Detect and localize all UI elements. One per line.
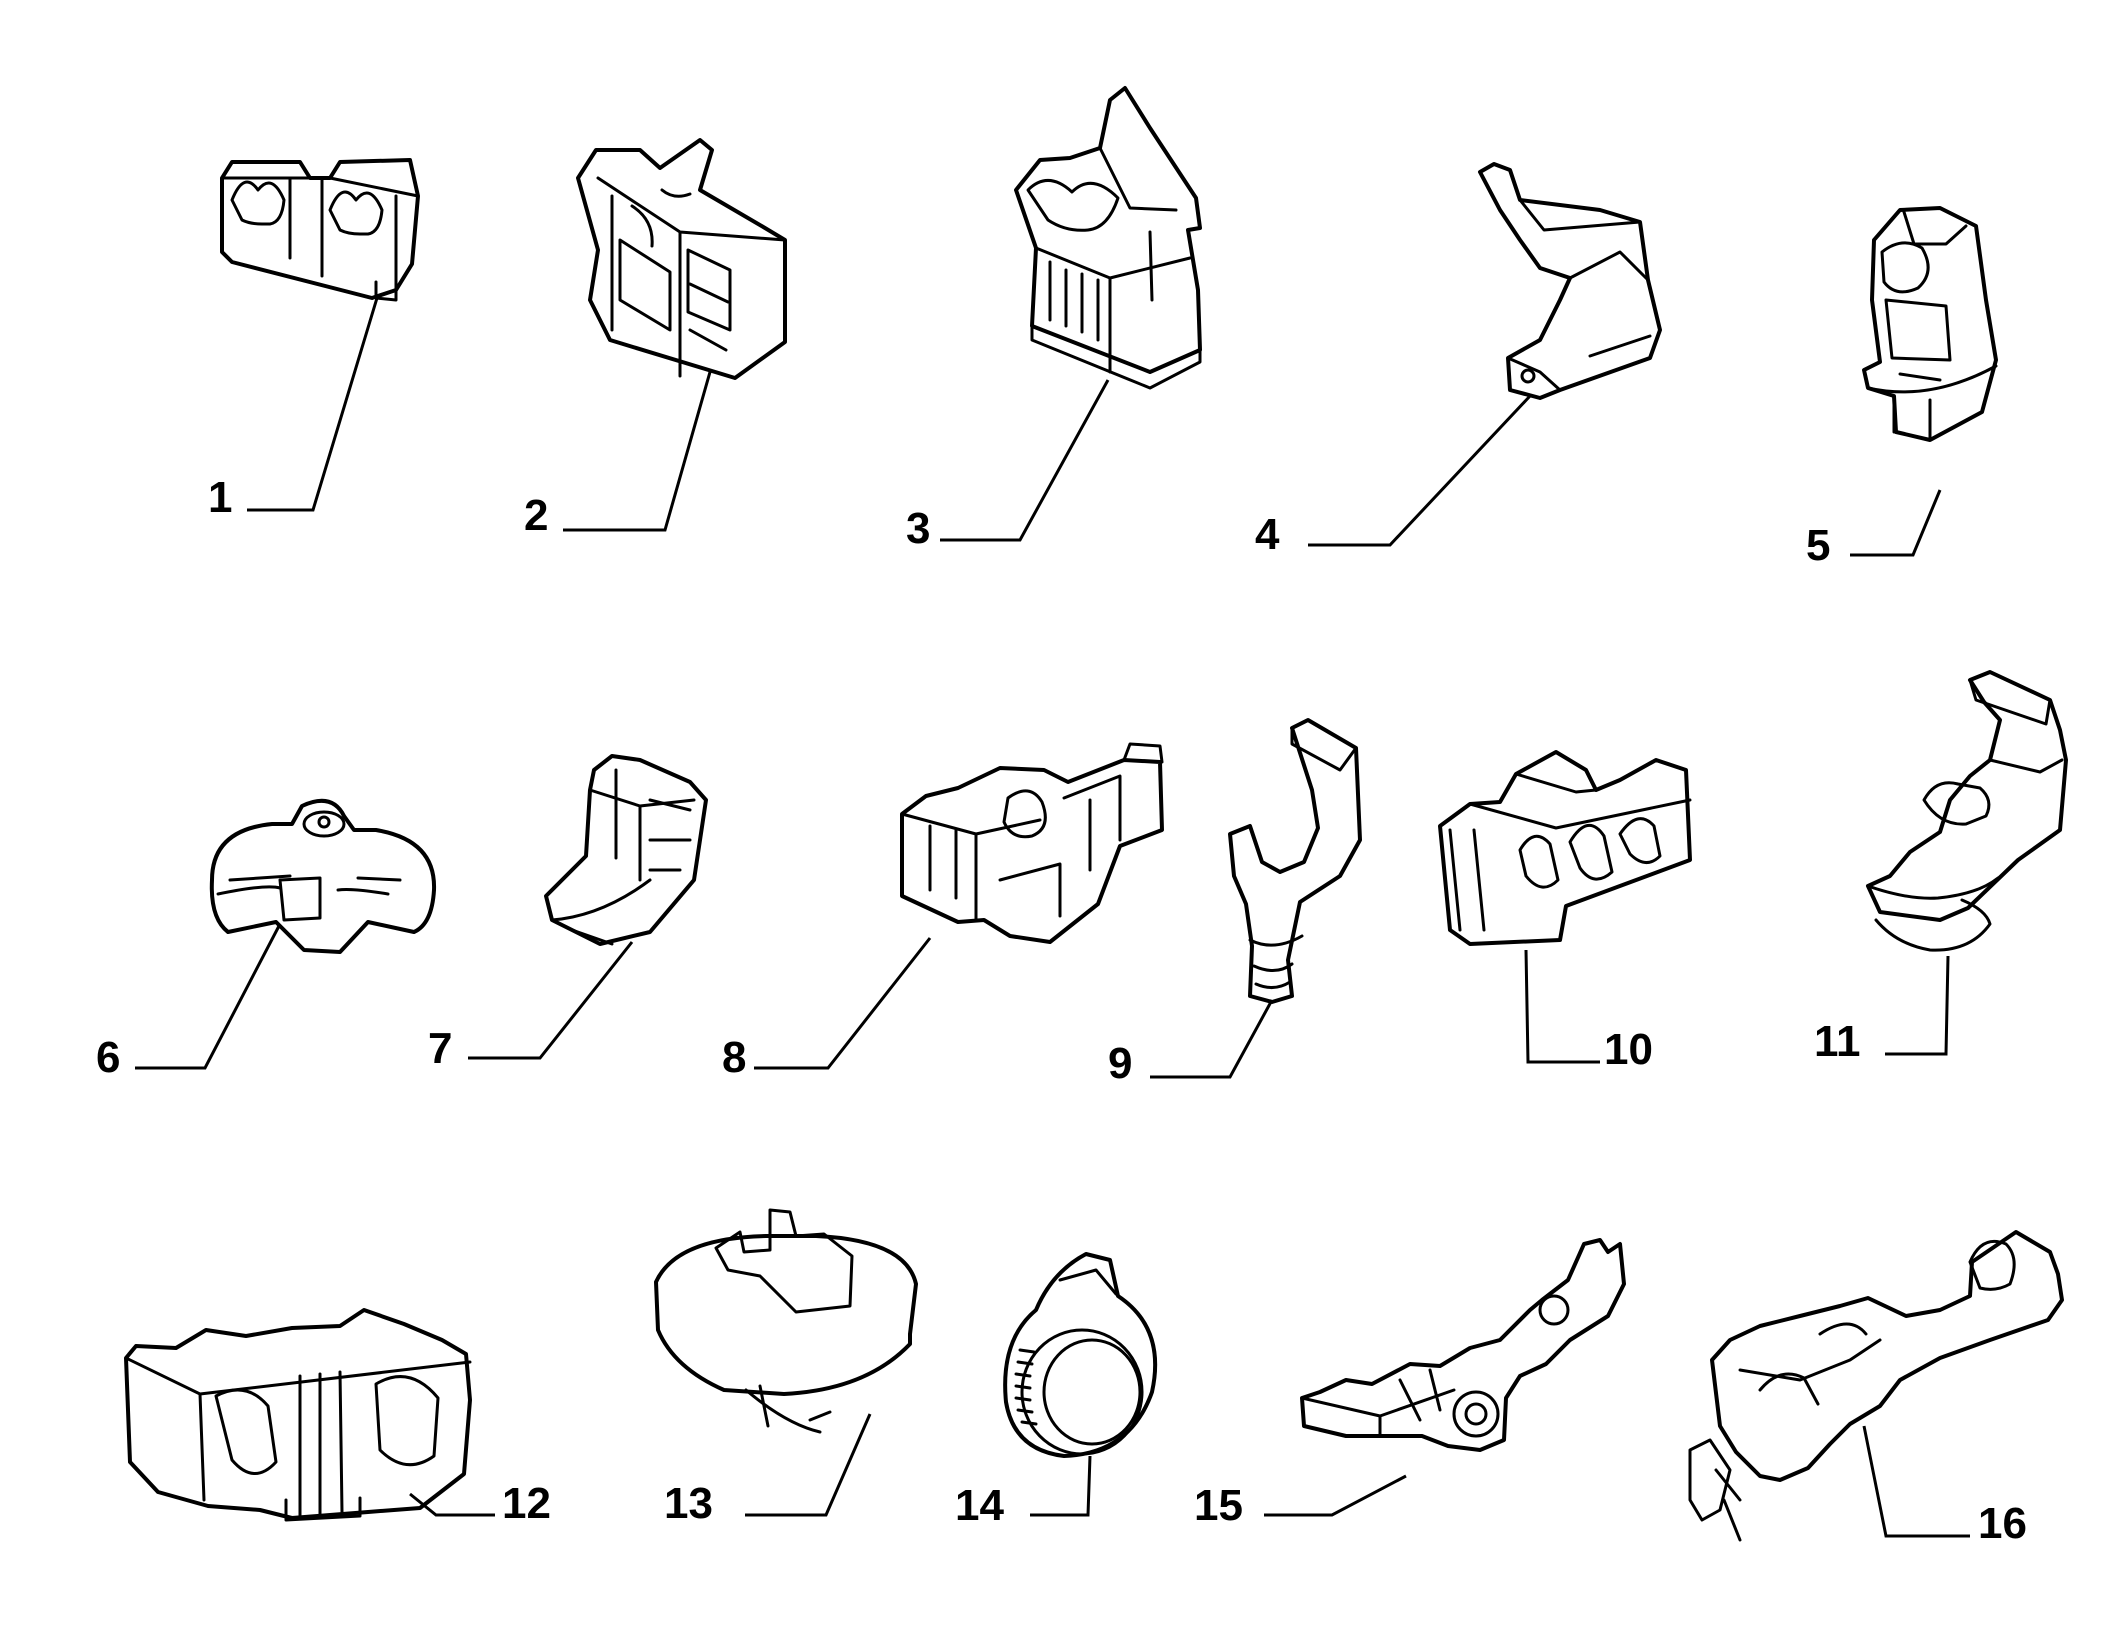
round-clip-icon	[209, 798, 437, 954]
small-clip-icon	[544, 754, 708, 946]
wide-clip-icon	[124, 1308, 472, 1522]
part-number-2: 2	[524, 491, 548, 540]
part-numbers: 1 2 3 4 5 6 7 8 9 10 11 12 13 14 15 16	[96, 473, 2027, 1548]
part-number-15: 15	[1194, 1481, 1243, 1530]
long-bracket-clip-icon	[1688, 1230, 2064, 1542]
leader-lines	[135, 297, 1970, 1538]
part-number-1: 1	[208, 473, 232, 522]
part-number-4: 4	[1255, 510, 1280, 559]
part-number-9: 9	[1108, 1039, 1132, 1088]
hinged-clip-icon	[1014, 86, 1202, 390]
push-in-clip-icon	[1862, 206, 1998, 442]
part-number-11: 11	[1814, 1017, 1861, 1066]
part-number-10: 10	[1604, 1025, 1653, 1074]
part-number-7: 7	[428, 1024, 452, 1073]
part-number-16: 16	[1978, 1499, 2027, 1548]
oval-base-clip-icon	[654, 1208, 918, 1434]
pipe-holder-icon	[1228, 718, 1362, 1004]
part-number-6: 6	[96, 1033, 120, 1082]
part-number-14: 14	[955, 1481, 1004, 1530]
part-number-12: 12	[502, 1479, 551, 1528]
triple-pipe-clip-icon	[1438, 750, 1692, 946]
part-number-8: 8	[722, 1033, 746, 1082]
box-clip-icon	[576, 138, 787, 380]
hose-clamp-icon	[1003, 1252, 1158, 1458]
chain-clip-icon	[1300, 1238, 1626, 1452]
bracket-clip-icon	[1478, 162, 1662, 400]
multi-clip-icon	[900, 742, 1164, 944]
part-number-3: 3	[906, 504, 930, 553]
double-pipe-clip-icon	[220, 158, 420, 302]
part-number-5: 5	[1806, 521, 1830, 570]
part-number-13: 13	[664, 1479, 713, 1528]
push-clip-icon	[1866, 670, 2068, 952]
